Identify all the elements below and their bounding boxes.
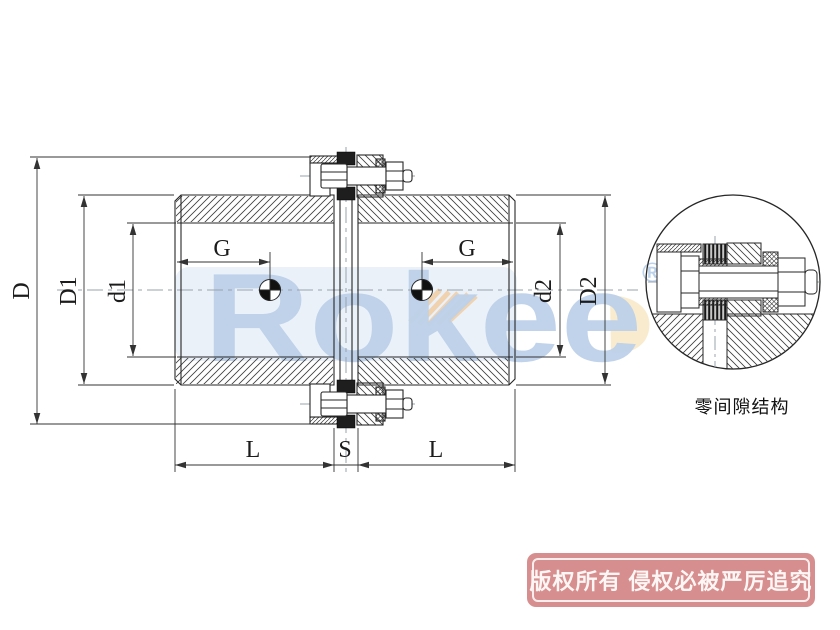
top-bolt-head-facets	[321, 171, 347, 181]
detail-view	[645, 194, 821, 370]
copyright-stamp-border: 版权所有 侵权必被严厉追究	[529, 558, 813, 602]
ext-lines-d1	[127, 222, 176, 358]
top-bolt-tip	[402, 169, 413, 183]
detail-flange-plate-upper	[726, 242, 762, 265]
ext-lines-D2	[516, 194, 611, 386]
bottom-bolt-shaft	[346, 394, 387, 414]
detail-nut-facets	[778, 271, 805, 293]
bottom-bolt-assembly	[309, 379, 413, 429]
dim-label-D2: D2	[576, 276, 602, 305]
detail-washer-lower	[762, 296, 779, 313]
dim-label-G-right: G	[458, 236, 475, 262]
ext-ticks-G	[269, 252, 423, 288]
bottom-diaphragm-edge-lower	[336, 414, 356, 429]
detail-guard-ring	[656, 251, 682, 313]
detail-bushing-lower	[698, 297, 728, 306]
detail-bolt-head	[680, 255, 700, 309]
detail-nut	[777, 257, 806, 307]
bottom-bolt-head	[320, 391, 348, 417]
dim-label-L-right: L	[429, 437, 444, 463]
detail-guard-lip	[656, 243, 702, 253]
detail-bolt-head-facets	[681, 270, 699, 294]
left-hub-top-hatch	[176, 196, 333, 222]
top-diaphragm-edge-upper	[336, 151, 356, 166]
bottom-bolt-head-facets	[321, 399, 347, 409]
dim-label-D: D	[9, 282, 35, 299]
ext-lines-D1	[78, 194, 174, 386]
top-bolt-head	[320, 163, 348, 189]
detail-bolt-shaft	[698, 265, 779, 299]
detail-right-flange-mass	[726, 313, 820, 369]
detail-shaft-lines	[699, 272, 778, 292]
bottom-nut	[385, 389, 404, 419]
bottom-bolt-tip	[402, 397, 413, 411]
dim-label-G-left: G	[213, 236, 230, 262]
dim-label-d1: d1	[105, 279, 131, 303]
dim-label-d2: d2	[531, 279, 557, 303]
top-nut-facets	[386, 170, 403, 182]
diaphragm-pack	[339, 199, 353, 381]
dim-label-D1: D1	[56, 276, 82, 305]
detail-caption: 零间隙结构	[695, 397, 790, 417]
copyright-stamp-text: 版权所有 侵权必被严厉追究	[529, 569, 813, 594]
top-bolt-shaft	[346, 166, 387, 186]
top-diaphragm-edge-lower	[336, 186, 356, 201]
left-hub	[174, 194, 335, 386]
detail-flange-plate-lower	[726, 299, 762, 317]
top-nut	[385, 161, 404, 191]
detail-left-flange-mass	[646, 313, 704, 369]
right-hub-bottom-hatch	[358, 358, 508, 384]
main-section-view	[57, 147, 638, 473]
dim-label-S: S	[338, 437, 351, 463]
ext-lines-d2	[516, 222, 566, 358]
detail-content	[646, 236, 820, 369]
dimensions: D D1 d1 d2 D2 G G L S L	[9, 156, 611, 472]
ext-lines-D	[30, 156, 311, 425]
watermark-accent-stripes	[408, 288, 478, 327]
detail-washer-upper	[762, 251, 779, 268]
detail-bushing-upper	[698, 258, 728, 267]
detail-bolt-tip	[804, 269, 818, 295]
watermark-accent-blob	[610, 295, 650, 353]
ext-lines-bottom	[174, 389, 516, 472]
right-hub-top-hatch	[358, 196, 508, 222]
center-mark-icon	[258, 278, 282, 302]
top-bolt-assembly	[309, 151, 413, 201]
copyright-stamp: 版权所有 侵权必被严厉追究	[527, 553, 815, 607]
left-hub-bottom-hatch	[176, 358, 333, 384]
bottom-diaphragm-edge-upper	[336, 379, 356, 394]
bottom-nut-facets	[386, 398, 403, 410]
dim-label-L-left: L	[246, 437, 261, 463]
